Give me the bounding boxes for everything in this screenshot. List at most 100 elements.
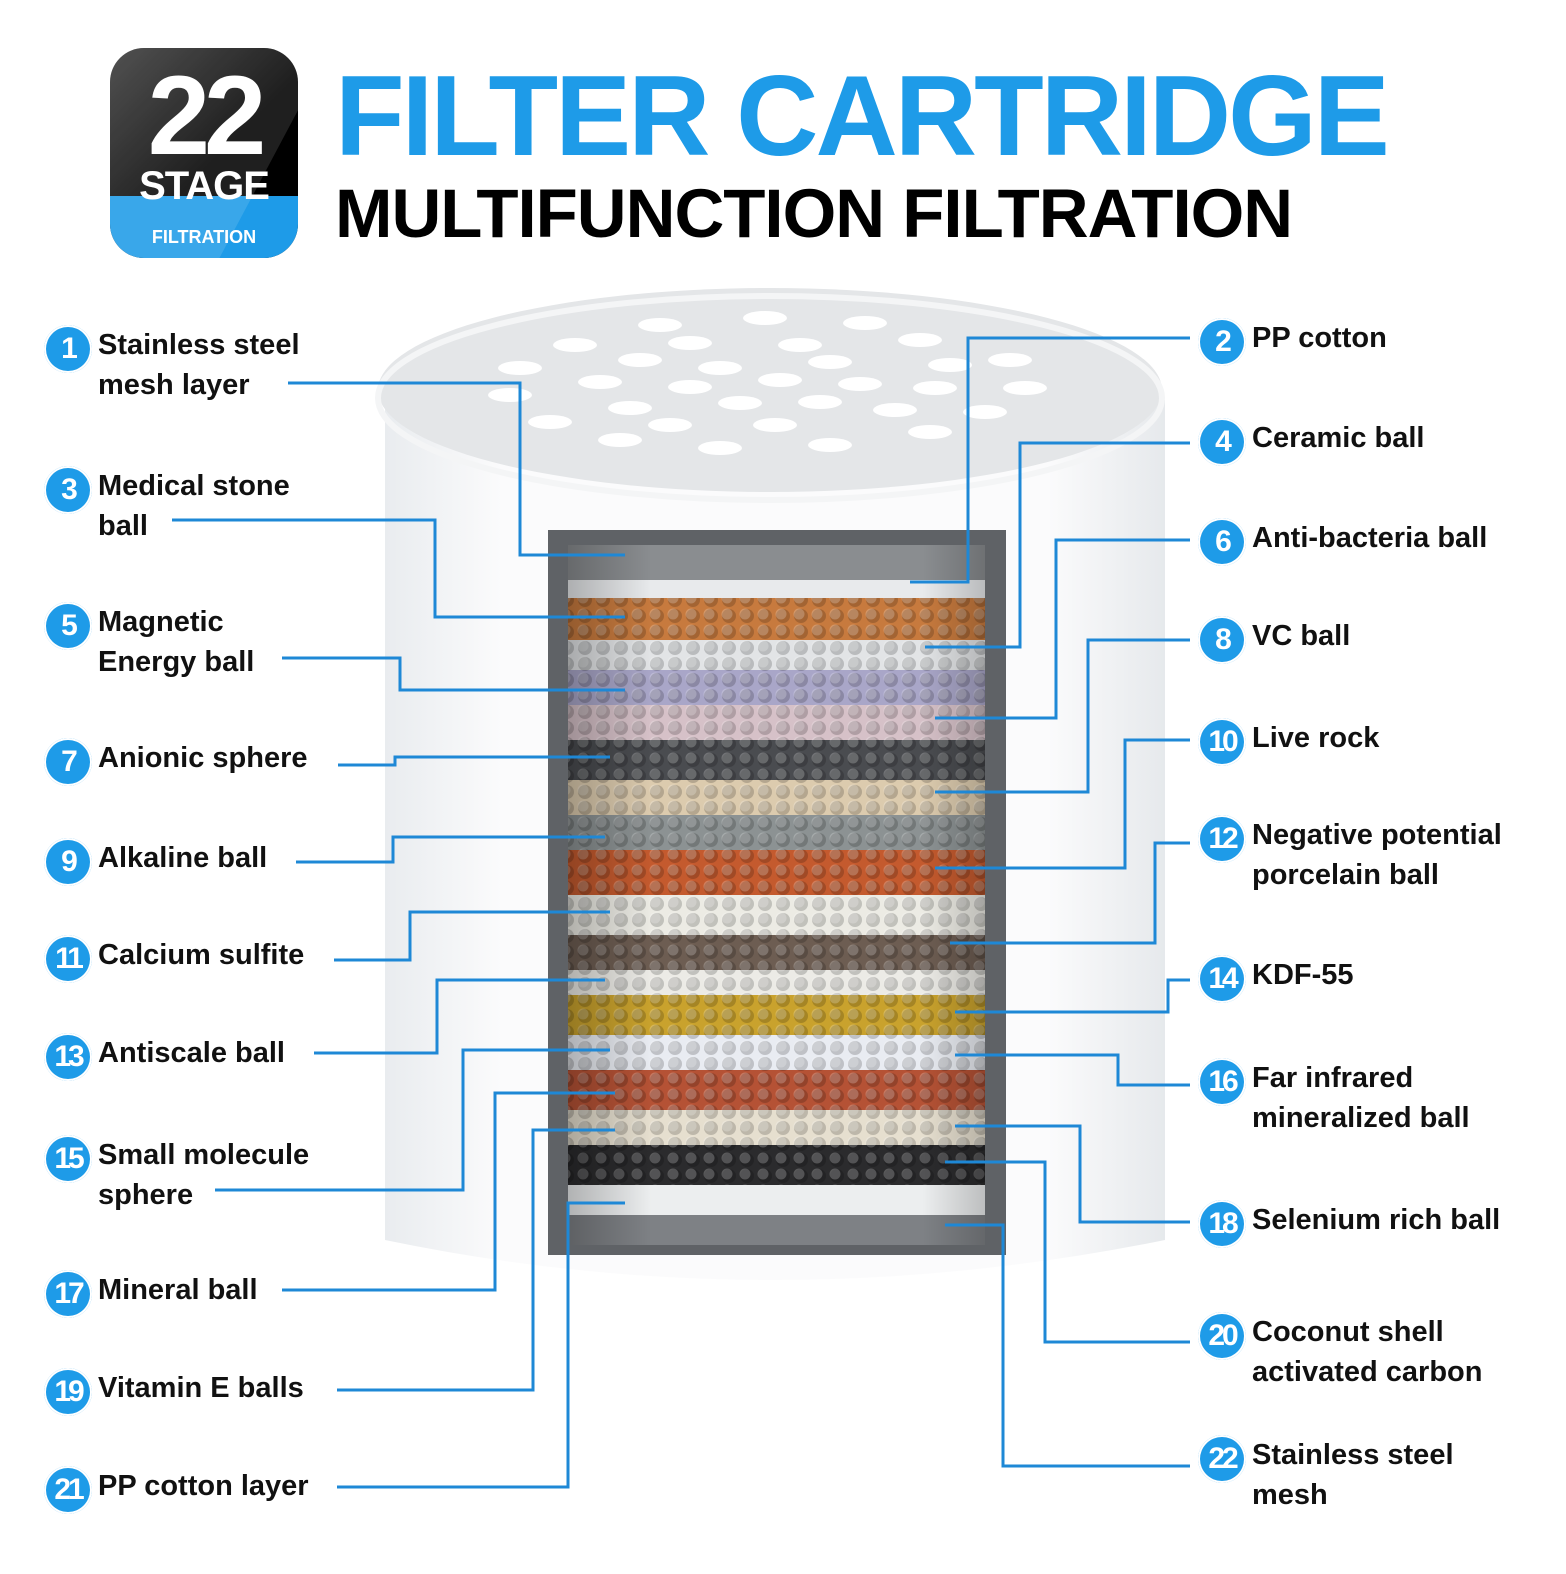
layer-label-text: PP cotton layer [98,1470,309,1502]
layer-label-text: VC ball [1252,620,1351,652]
cap-hole [898,333,942,347]
leader-line [950,841,1190,945]
cap-hole [908,425,952,439]
cap-hole [498,361,542,375]
layer-label-text: Live rock [1252,722,1380,754]
stage-number-badge: 14 [1198,955,1246,1003]
leader-line [935,638,1190,794]
stage-number-badge: 2 [1198,318,1246,366]
leader-line [338,755,610,767]
leader-line [945,1160,1190,1344]
cap-hole [843,316,887,330]
layer-label-text: PP cotton [1252,322,1387,354]
cap-hole [598,433,642,447]
stage-number-badge: 5 [44,602,92,650]
stage-number-badge: 4 [1198,418,1246,466]
page-subtitle: MULTIFUNCTION FILTRATION [335,175,1293,252]
stage-number-badge: 22 [1198,1435,1246,1483]
layer-label-text: Negative potential porcelain ball [1252,819,1502,891]
stage-number-badge: 7 [44,738,92,786]
cap-hole [913,381,957,395]
layer-label-text: Vitamin E balls [98,1372,304,1404]
layer-label-text: Anti-bacteria ball [1252,522,1488,554]
cap-hole [578,375,622,389]
layer-label-text: KDF-55 [1252,959,1354,991]
cap-hole [873,403,917,417]
leader-lines [172,336,1190,1489]
cap-hole [618,353,662,367]
layer-label-text: Stainless steel mesh [1252,1439,1454,1511]
leader-line [172,518,625,619]
cap-hole [608,401,652,415]
cap-hole [638,318,682,332]
leader-line [935,738,1190,870]
leader-line [925,441,1190,649]
leader-line [337,1201,625,1489]
cap-hole [808,438,852,452]
stage-number-badge: 13 [44,1033,92,1081]
stage-number-badge: 21 [44,1466,92,1514]
cap-hole [698,361,742,375]
cap-hole [838,377,882,391]
cap-hole [668,380,712,394]
stage-number-badge: 17 [44,1270,92,1318]
stage-number-badge: 20 [1198,1312,1246,1360]
badge-filtration: FILTRATION [151,227,257,247]
layer-label-text: Coconut shell activated carbon [1252,1316,1483,1388]
leader-line [935,538,1190,720]
stage-number-badge: 1 [44,325,92,373]
stage-number-badge: 10 [1198,718,1246,766]
stage-badge-logo: 22 STAGE FILTRATION [110,48,298,258]
badge-blue-band [110,196,298,258]
leader-line [215,1048,610,1192]
layer-label-text: Antiscale ball [98,1037,285,1069]
cap-hole [758,373,802,387]
layer-label-text: Alkaline ball [98,842,268,874]
layer-label-text: Medical stone ball [98,470,290,542]
stage-number-badge: 16 [1198,1058,1246,1106]
layer-label-text: Stainless steel mesh layer [98,329,300,401]
cap-hole [553,338,597,352]
leader-line [337,1128,615,1392]
stage-number-badge: 3 [44,466,92,514]
leader-line [282,1091,615,1292]
cap-hole [988,353,1032,367]
layer-label-text: Small molecule sphere [98,1139,310,1211]
stage-number-badge: 9 [44,838,92,886]
leader-line [945,1223,1190,1468]
stage-number-badge: 6 [1198,518,1246,566]
leader-line [955,1053,1190,1087]
stage-number-badge: 12 [1198,815,1246,863]
leader-line [282,656,625,692]
layer-label-text: Mineral ball [98,1274,258,1306]
stage-number-badge: 19 [44,1368,92,1416]
layer-label-text: Selenium rich ball [1252,1204,1501,1236]
layer-label-text: Magnetic Energy ball [98,606,255,678]
badge-stage: STAGE [139,164,270,208]
page-title: FILTER CARTRIDGE [335,53,1390,180]
leader-line [314,978,605,1055]
leader-line [334,910,610,962]
cap-hole [648,418,692,432]
layer-label-text: Ceramic ball [1252,422,1425,454]
cap-hole [928,358,972,372]
layer-label-text: Anionic sphere [98,742,308,774]
cap-hole [808,355,852,369]
